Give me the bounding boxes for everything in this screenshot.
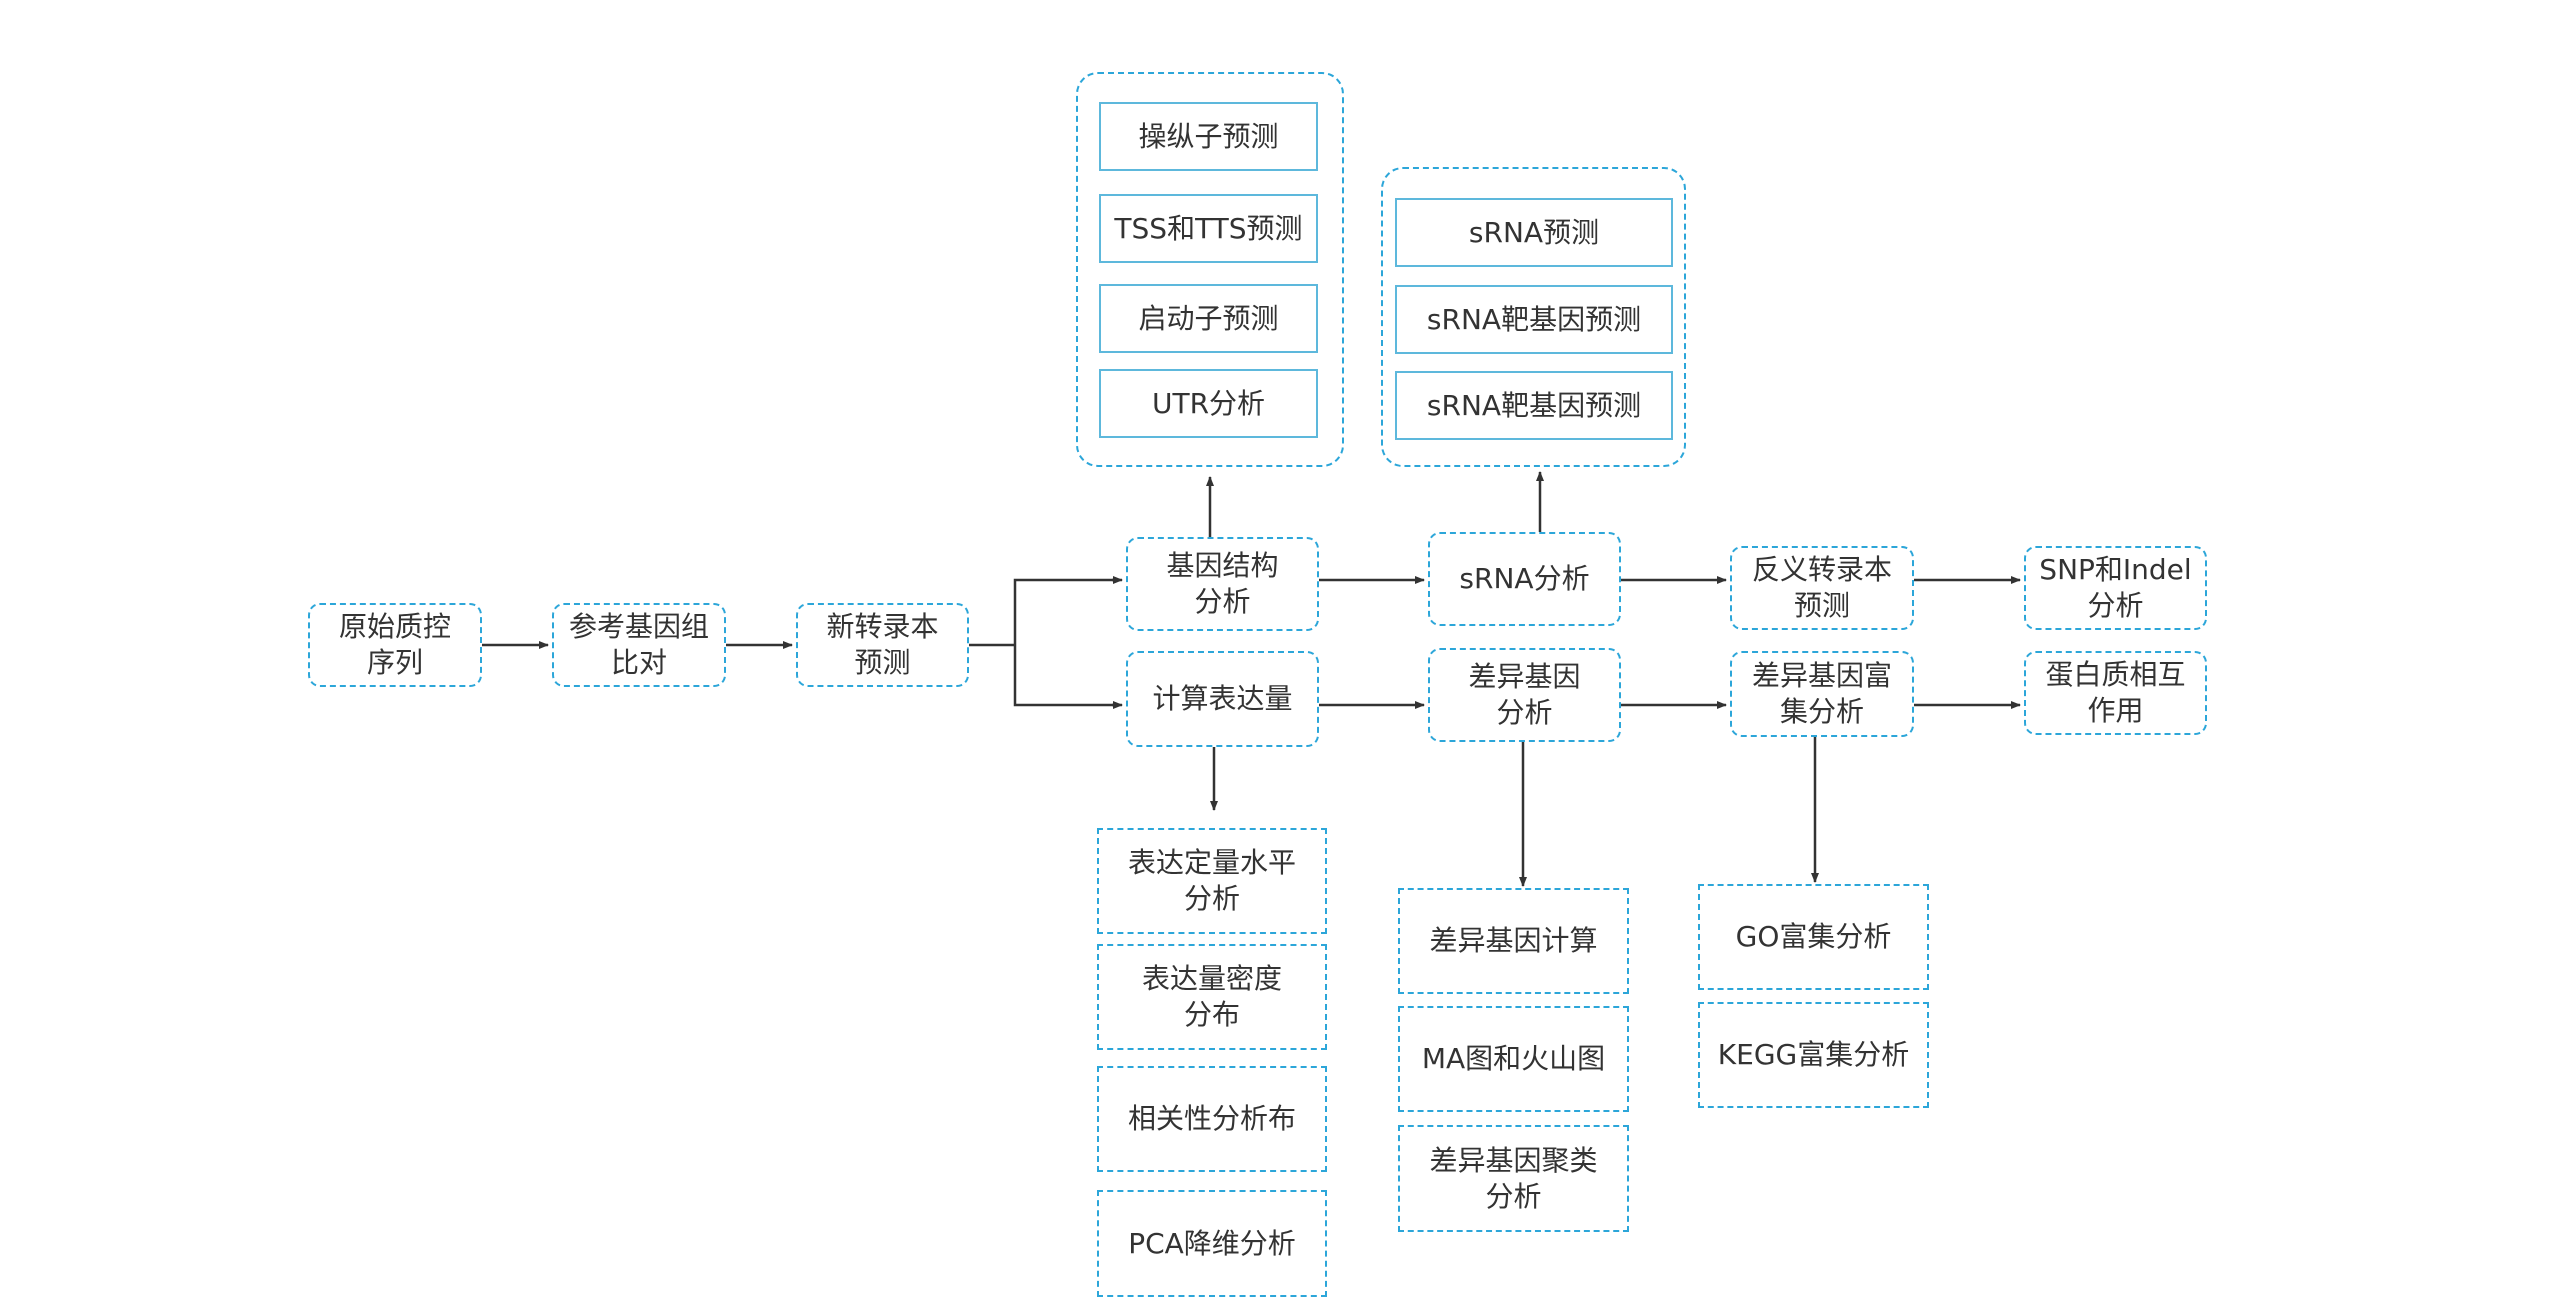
structure-item-promoter: 启动子预测	[1099, 284, 1318, 353]
srna-item-label: sRNA预测	[1468, 215, 1600, 249]
srna-item-target-1: sRNA靶基因预测	[1395, 285, 1673, 354]
structure-item-operon: 操纵子预测	[1099, 102, 1318, 171]
node-expression-label: 计算表达量	[1152, 682, 1293, 715]
diff-item-label: 差异基因聚类 分析	[1429, 1143, 1598, 1213]
node-protein-interaction-label: 蛋白质相互 作用	[2045, 658, 2186, 727]
expression-item-label: 表达定量水平 分析	[1127, 846, 1296, 915]
expression-item-label: PCA降维分析	[1128, 1226, 1296, 1260]
node-raw-qc-label: 原始质控 序列	[338, 610, 451, 679]
diff-item-label: MA图和火山图	[1421, 1042, 1606, 1075]
node-diff-enrich: 差异基因富 集分析	[1730, 651, 1914, 737]
enrich-item-label: GO富集分析	[1735, 920, 1892, 953]
node-snp-indel-label: SNP和Indel 分析	[2039, 553, 2192, 622]
node-new-transcript: 新转录本 预测	[796, 603, 969, 687]
node-new-transcript-label: 新转录本 预测	[826, 610, 939, 679]
srna-item-prediction: sRNA预测	[1395, 198, 1673, 267]
enrich-item-kegg: KEGG富集分析	[1698, 1002, 1929, 1108]
node-snp-indel: SNP和Indel 分析	[2024, 546, 2207, 630]
expression-item-pca: PCA降维分析	[1097, 1190, 1327, 1297]
diff-item-calc: 差异基因计算	[1398, 888, 1629, 994]
node-gene-structure: 基因结构 分析	[1126, 537, 1319, 631]
node-gene-structure-label: 基因结构 分析	[1166, 549, 1279, 618]
structure-item-utr: UTR分析	[1099, 369, 1318, 438]
node-diff-gene: 差异基因 分析	[1428, 648, 1621, 742]
structure-item-label: TSS和TTS预测	[1114, 211, 1303, 245]
node-protein-interaction: 蛋白质相互 作用	[2024, 651, 2207, 735]
srna-item-target-2: sRNA靶基因预测	[1395, 371, 1673, 440]
structure-item-label: UTR分析	[1151, 386, 1266, 420]
node-antisense-label: 反义转录本 预测	[1751, 553, 1892, 622]
diff-item-ma-volcano: MA图和火山图	[1398, 1006, 1629, 1112]
node-diff-enrich-label: 差异基因富 集分析	[1751, 659, 1892, 728]
node-srna-analysis-label: sRNA分析	[1459, 562, 1590, 595]
expression-item-density: 表达量密度 分布	[1097, 944, 1327, 1050]
structure-item-label: 启动子预测	[1138, 301, 1279, 335]
node-antisense: 反义转录本 预测	[1730, 546, 1914, 630]
node-diff-gene-label: 差异基因 分析	[1468, 660, 1581, 729]
srna-group	[1381, 167, 1686, 467]
srna-item-label: sRNA靶基因预测	[1426, 302, 1642, 336]
diff-item-label: 差异基因计算	[1429, 924, 1598, 957]
srna-item-label: sRNA靶基因预测	[1426, 388, 1642, 422]
structure-item-tss-tts: TSS和TTS预测	[1099, 194, 1318, 263]
expression-item-level: 表达定量水平 分析	[1097, 828, 1327, 934]
node-raw-qc: 原始质控 序列	[308, 603, 482, 687]
expression-item-label: 相关性分析布	[1127, 1102, 1296, 1135]
expression-item-label: 表达量密度 分布	[1141, 962, 1282, 1031]
enrich-item-go: GO富集分析	[1698, 884, 1929, 990]
node-expression: 计算表达量	[1126, 651, 1319, 747]
enrich-item-label: KEGG富集分析	[1717, 1038, 1910, 1071]
structure-item-label: 操纵子预测	[1138, 119, 1279, 153]
node-ref-align: 参考基因组 比对	[552, 603, 726, 687]
node-ref-align-label: 参考基因组 比对	[568, 610, 709, 679]
node-srna-analysis: sRNA分析	[1428, 532, 1621, 626]
diff-item-cluster: 差异基因聚类 分析	[1398, 1125, 1629, 1232]
structure-group	[1076, 72, 1344, 467]
expression-item-correlation: 相关性分析布	[1097, 1066, 1327, 1172]
branch-connector	[969, 578, 1118, 707]
